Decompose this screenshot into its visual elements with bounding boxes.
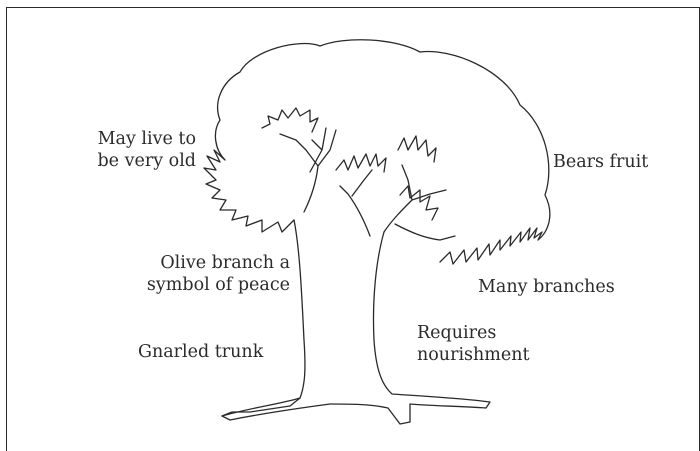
label-requires-nourishment: Requires nourishment	[417, 322, 530, 366]
label-nourish-line2: nourishment	[417, 344, 530, 366]
label-fruit-text: Bears fruit	[553, 151, 648, 173]
label-branches-text: Many branches	[478, 276, 615, 298]
label-olive-branch: Olive branch a symbol of peace	[96, 252, 290, 296]
trunk-left	[222, 220, 330, 420]
label-gnarled-trunk: Gnarled trunk	[138, 341, 263, 363]
label-trunk-text: Gnarled trunk	[138, 341, 263, 363]
label-may-live-old: May live to be very old	[46, 128, 196, 172]
label-many-branches: Many branches	[478, 276, 615, 298]
label-olive-line1: Olive branch a	[96, 252, 290, 274]
label-nourish-line1: Requires	[417, 322, 530, 344]
label-bears-fruit: Bears fruit	[553, 151, 648, 173]
canopy-outline	[204, 40, 550, 264]
label-old-line2: be very old	[46, 150, 196, 172]
label-old-line1: May live to	[46, 128, 196, 150]
label-olive-line2: symbol of peace	[96, 274, 290, 296]
